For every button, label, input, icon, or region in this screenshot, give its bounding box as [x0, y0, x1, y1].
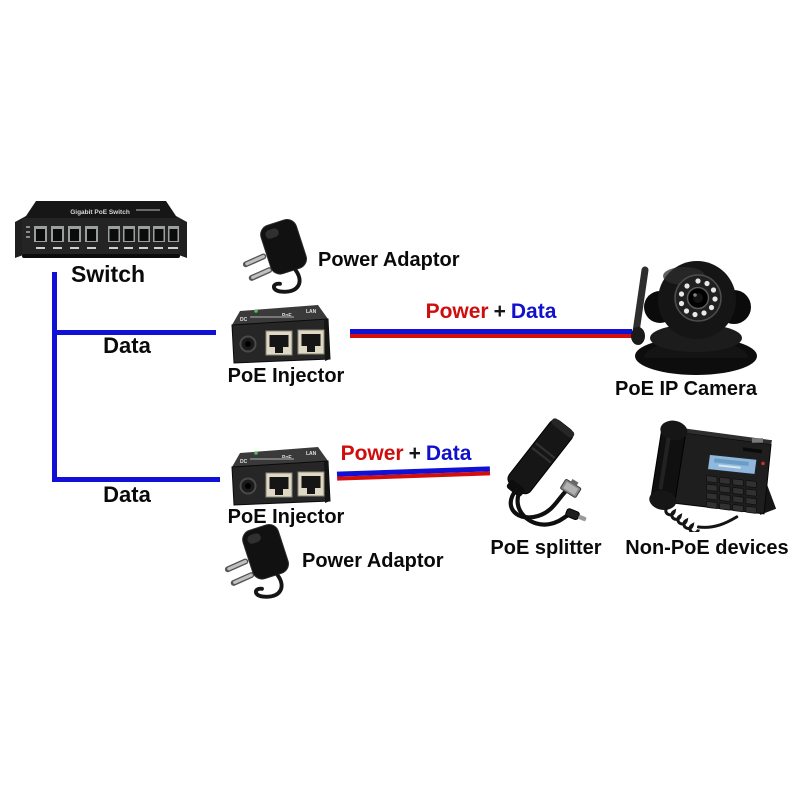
power-data-2-power: Power — [340, 442, 404, 465]
non-poe-devices-label: Non-PoE devices — [625, 537, 789, 559]
injector1-dc-text: DC — [240, 317, 248, 323]
power-data-cable-1 — [350, 329, 632, 339]
poe-ip-camera-illustration — [631, 261, 757, 375]
power-data-2-plus: + — [408, 442, 421, 465]
injector2-dc-text: DC — [240, 459, 248, 465]
power-data-2-label: Power+Data — [306, 442, 506, 466]
poe-injector-1-illustration: DC PoE LAN — [231, 305, 331, 364]
power-data-cable-2 — [336, 466, 491, 481]
poe-injector-2-label: PoE Injector — [227, 506, 345, 528]
splitter-dc-plug — [565, 508, 587, 522]
injector1-lan-text: LAN — [306, 309, 317, 315]
switch-label: Switch — [70, 261, 146, 287]
power-adaptor-2-label: Power Adaptor — [302, 550, 444, 572]
injector1-rj45-ports — [265, 329, 325, 356]
camera-ir-leds — [678, 278, 718, 318]
power-data-1-plus: + — [493, 300, 506, 323]
power-adaptor-1-illustration — [242, 218, 307, 294]
switch-trunk-line — [52, 272, 57, 482]
data-line-1 — [52, 330, 216, 335]
poe-injector-1-label: PoE Injector — [227, 365, 345, 387]
switch-device-text: Gigabit PoE Switch — [70, 209, 130, 216]
splitter-rj45-plug — [560, 478, 582, 498]
poe-splitter-illustration — [506, 418, 587, 527]
phone-cord — [664, 505, 700, 532]
power-data-2-data: Data — [425, 442, 472, 465]
injector2-rj45-ports — [265, 471, 325, 498]
switch-illustration: Gigabit PoE Switch — [15, 201, 187, 258]
power-data-1-label: Power+Data — [391, 300, 591, 324]
data-line-2 — [52, 477, 220, 482]
data-line-2-label: Data — [103, 482, 151, 507]
poe-ip-camera-label: PoE IP Camera — [615, 378, 757, 400]
data-line-1-label: Data — [103, 333, 151, 358]
power-adaptor-1-label: Power Adaptor — [318, 249, 460, 271]
power-data-1-data: Data — [510, 300, 557, 323]
non-poe-phone-illustration — [649, 420, 777, 532]
phone-keypad — [706, 475, 757, 514]
camera-antenna — [632, 266, 649, 336]
injector2-lan-text: LAN — [306, 451, 317, 457]
poe-splitter-label: PoE splitter — [490, 537, 602, 559]
phone-handset — [649, 420, 688, 510]
switch-ports — [34, 226, 179, 249]
poe-injector-2-illustration: DC PoE LAN — [231, 447, 331, 506]
power-data-1-power: Power — [425, 300, 489, 323]
power-adaptor-2-illustration — [224, 523, 289, 599]
